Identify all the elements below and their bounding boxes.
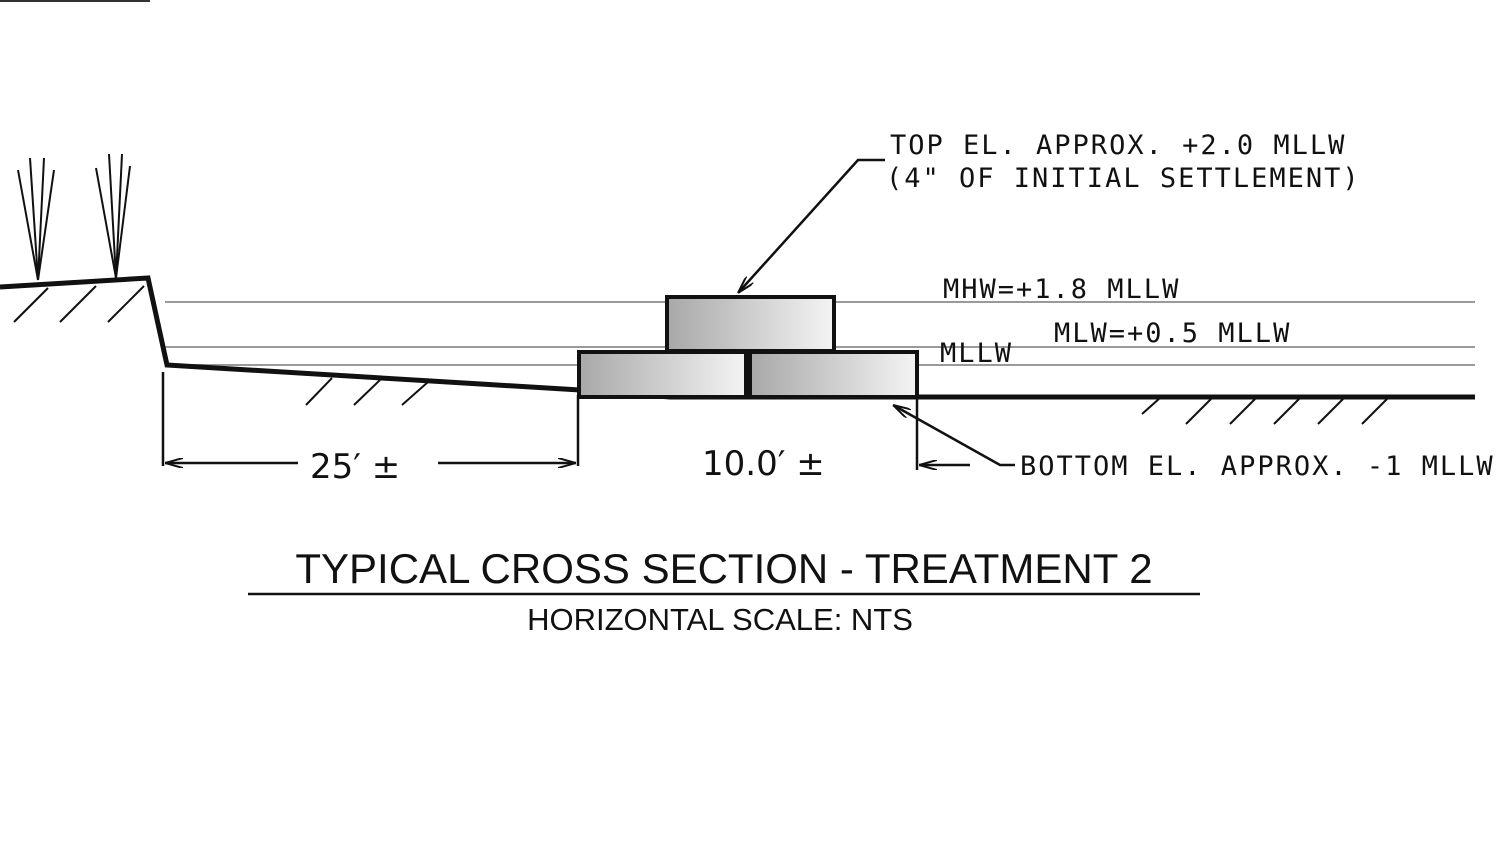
drawing-subtitle: HORIZONTAL SCALE: NTS	[527, 602, 913, 637]
dimension-setback	[161, 372, 580, 466]
bottom-el-leader	[893, 405, 1015, 467]
top-el-label: TOP EL. APPROX. +2.0 MLLW	[890, 130, 1346, 161]
treatment-structure	[577, 295, 919, 399]
settlement-label: (4" OF INITIAL SETTLEMENT)	[886, 163, 1361, 194]
bottom-left-block	[577, 350, 748, 399]
dimension-width	[915, 397, 970, 470]
drawing-title: TYPICAL CROSS SECTION - TREATMENT 2	[295, 545, 1152, 592]
top-el-leader	[738, 158, 885, 293]
bottom-el-label: BOTTOM EL. APPROX. -1 MLLW	[1020, 451, 1495, 482]
mhw-label: MHW=+1.8 MLLW	[943, 274, 1180, 305]
top-block	[665, 295, 836, 353]
bottom-right-block	[748, 350, 919, 399]
width-dimension-label: 10.0′ ±	[702, 444, 825, 484]
mlw-label: MLW=+0.5 MLLW	[1054, 318, 1291, 349]
mllw-label: MLLW	[940, 338, 1013, 369]
marsh-grass-icon	[17, 153, 131, 281]
ground-hatching	[13, 285, 1389, 425]
setback-dimension-label: 25′ ±	[310, 447, 400, 487]
